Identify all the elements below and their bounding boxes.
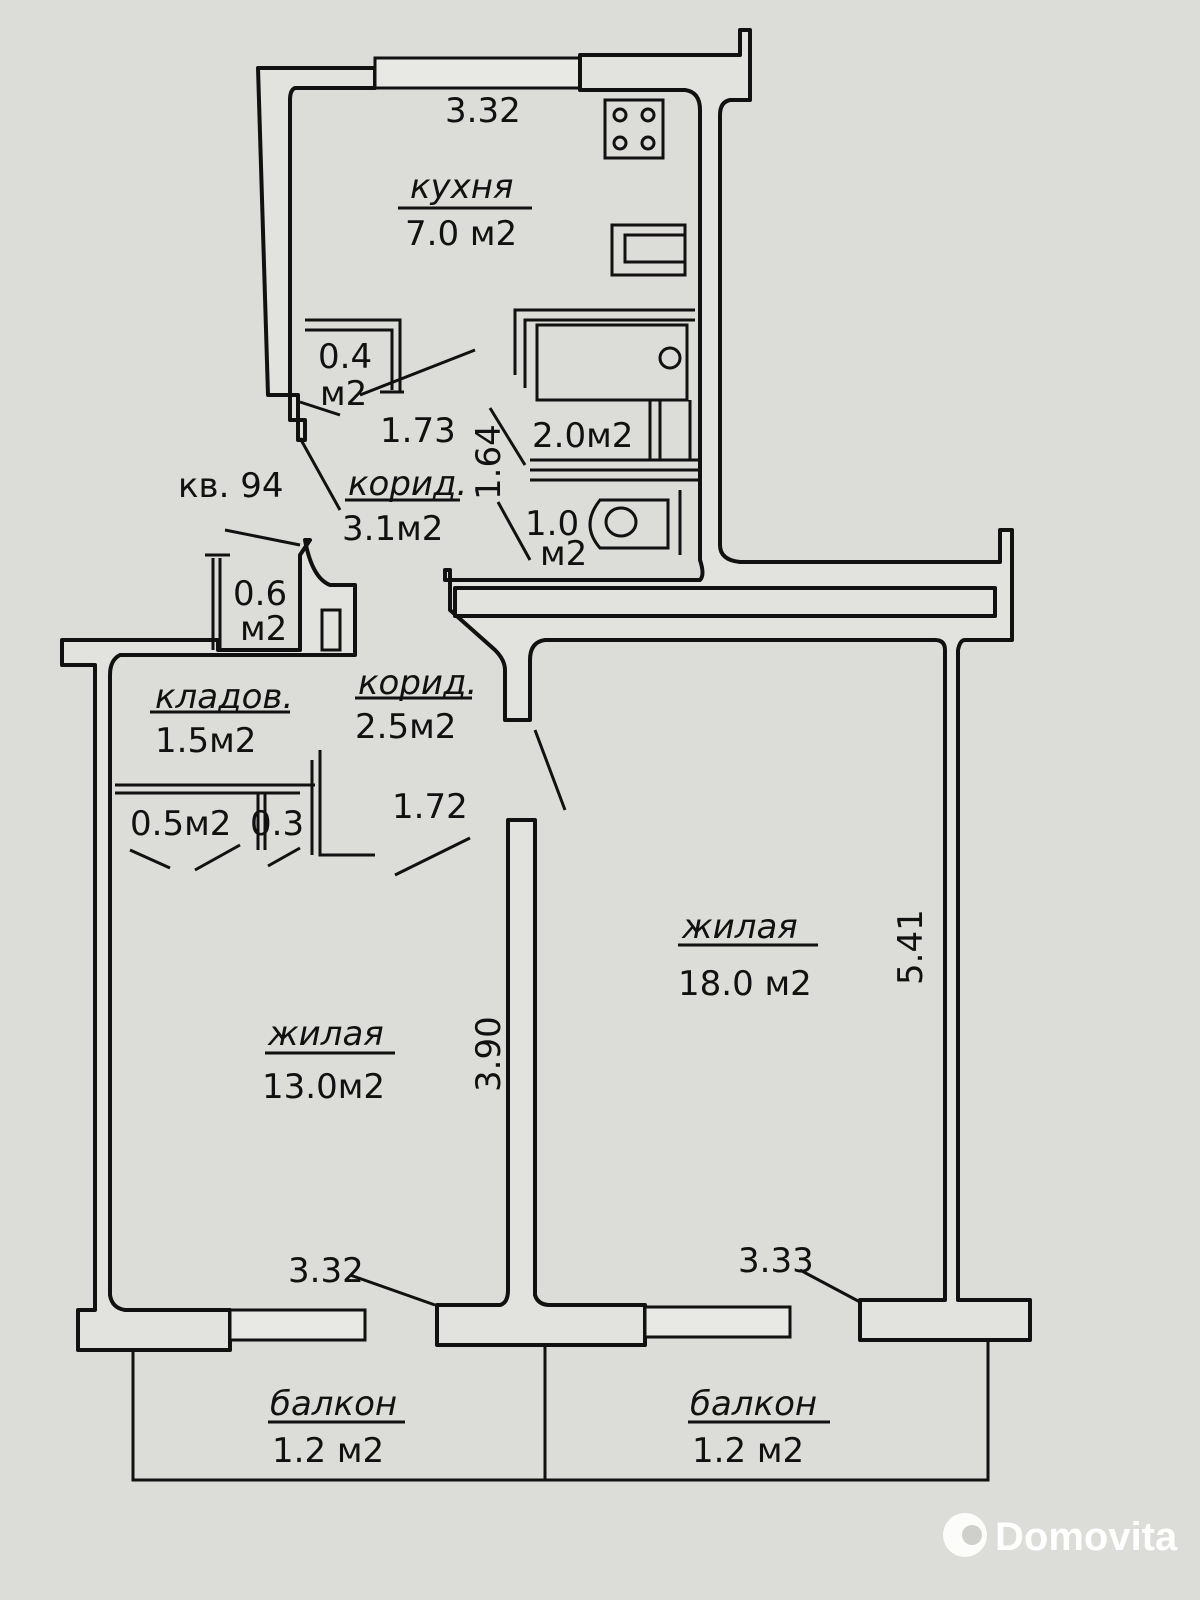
corridor-1-width-dim: 1.73: [380, 411, 456, 451]
bathtub-drain: [658, 346, 682, 370]
kitchen-closet: [305, 318, 404, 394]
balcony-right-area: 1.2 м2: [692, 1431, 804, 1471]
kitchen-name: кухня: [410, 167, 513, 207]
walls: [60, 28, 1032, 1482]
right-window: [643, 1305, 792, 1339]
corridor-beam: [453, 586, 997, 618]
domovita-logo-icon-inner: [962, 1525, 982, 1545]
living-small-width-dim: 3.32: [288, 1251, 364, 1291]
niche-area: 0.6: [233, 574, 287, 614]
bathtub: [535, 323, 689, 402]
kitchen-width-dim: 3.32: [445, 91, 521, 131]
closet-kitchen-unit: м2: [320, 374, 367, 414]
living-large-length-dim: 5.41: [891, 909, 931, 985]
storage-name: кладов.: [155, 677, 293, 717]
left-outer-wall: [60, 538, 357, 1352]
living-small-length-dim: 3.90: [469, 1016, 509, 1092]
kitchen-area: 7.0 м2: [405, 214, 517, 254]
living-small-name: жилая: [267, 1014, 384, 1054]
stove-burner: [612, 107, 628, 123]
balcony-left-area: 1.2 м2: [272, 1431, 384, 1471]
niche-unit: м2: [240, 609, 287, 649]
stove-burner: [640, 135, 656, 151]
domovita-text: Domovita: [995, 1515, 1178, 1559]
corridor-2-name: корид.: [358, 663, 477, 703]
partition-wall: [435, 818, 647, 1347]
living-large-name: жилая: [681, 907, 798, 947]
closet-a-area: 0.5м2: [130, 804, 231, 844]
corridor-1-name: корид.: [348, 464, 467, 504]
living-large-area: 18.0 м2: [678, 964, 812, 1004]
living-small-area: 13.0м2: [262, 1067, 385, 1107]
bathroom-area: 2.0м2: [532, 416, 633, 456]
corridor-2-area: 2.5м2: [355, 707, 456, 747]
storage-partitions: [115, 750, 375, 857]
bathroom-walls: [513, 308, 700, 482]
toilet-area: 1.0: [525, 504, 579, 544]
vent-shaft: [320, 608, 342, 652]
closet-b-area: 0.3: [250, 804, 304, 844]
kitchen-right-wall: [443, 28, 1032, 1342]
balcony-right-name: балкон: [690, 1384, 817, 1424]
corridor-1-area: 3.1м2: [342, 509, 443, 549]
toilet-bowl: [604, 506, 638, 538]
living-large-width-dim: 3.33: [738, 1241, 814, 1281]
apartment-number: кв. 94: [178, 466, 283, 506]
corridor-1-length-dim: 1.64: [469, 424, 509, 500]
closet-kitchen-area: 0.4: [318, 337, 372, 377]
balcony-outline: [131, 1340, 990, 1482]
storage-area: 1.5м2: [155, 721, 256, 761]
corridor-2-width-dim: 1.72: [392, 787, 468, 827]
label-underlines: [150, 206, 830, 1424]
stove-burner: [612, 135, 628, 151]
door-swings: [129, 348, 861, 1307]
left-window: [228, 1308, 367, 1342]
toilet-unit: м2: [540, 534, 587, 574]
balcony-left-name: балкон: [270, 1384, 397, 1424]
domovita-watermark: Domovita: [943, 1513, 1178, 1559]
stove-burner: [640, 107, 656, 123]
stove: [603, 98, 665, 160]
toilet-room: [588, 490, 682, 555]
sink: [610, 223, 687, 277]
kitchen-window: [373, 56, 582, 90]
niche-partition: [205, 553, 230, 650]
